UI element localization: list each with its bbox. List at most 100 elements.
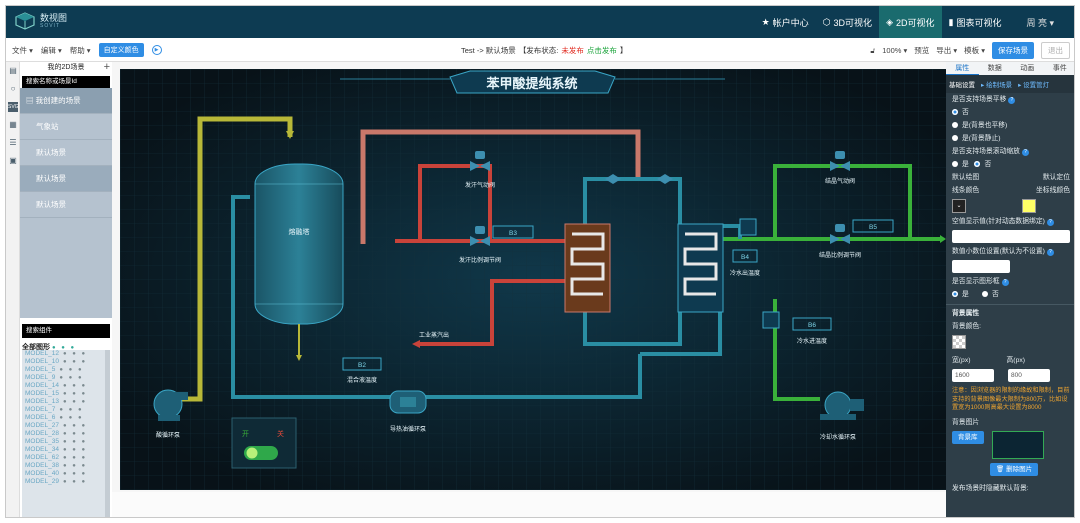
model-item[interactable]: MODEL_40● ● ● [22,470,110,478]
help-icon[interactable]: ? [1021,149,1029,156]
scene-item[interactable]: 默认场景 [20,192,112,218]
model-pin-icons[interactable]: ● ● ● [62,399,88,405]
model-pin-icons[interactable]: ● ● ● [62,359,88,365]
line-color-picker[interactable]: ⌄ [952,199,966,213]
model-pin-icons[interactable]: ● ● ● [62,439,88,445]
publish-link[interactable]: 点击发布 [586,46,617,55]
bg-library-button[interactable]: 背景库 [952,430,984,444]
play-icon[interactable]: ▶ [151,45,162,55]
help-icon[interactable]: ? [1001,279,1009,286]
decimal-input[interactable] [952,260,1010,273]
model-pin-icons[interactable]: ● ● ● [62,463,88,469]
model-pin-icons[interactable]: ● ● ● [62,383,88,389]
melting-tower[interactable] [254,163,344,325]
flowmeter-in-icon[interactable] [762,311,780,329]
save-scene-button[interactable]: 保存场景 [992,42,1034,59]
model-item[interactable]: MODEL_7● ● ● [22,406,110,414]
nav-account-center[interactable]: ★帐户中心 [755,6,816,38]
model-item[interactable]: MODEL_29● ● ● [22,478,110,486]
pan-option-bg-move[interactable]: 是(背景也平移) [946,119,1074,132]
sensor-b4[interactable] [732,249,758,263]
cooling-pump-icon[interactable] [820,391,864,420]
model-item[interactable]: MODEL_15● ● ● [22,390,110,398]
preview-button[interactable]: 预览 [914,46,930,55]
model-item[interactable]: MODEL_5● ● ● [22,366,110,374]
scada-canvas[interactable]: 苯甲酸提纯系统 [120,69,946,490]
scene-item[interactable]: ▤ 我创建的场景 [20,88,112,114]
model-pin-icons[interactable]: ● ● ● [62,423,88,429]
model-item[interactable]: MODEL_62● ● ● [22,454,110,462]
component-category[interactable]: 全部图形 ● ● ● [20,338,112,354]
delete-image-button[interactable]: 🗑︎ 删除图片 [990,462,1039,476]
empty-value-input[interactable] [952,230,1070,243]
list-icon[interactable]: ☰ [9,138,17,147]
bg-color-picker[interactable] [952,335,966,349]
nav-2d[interactable]: ◈2D可视化 [879,6,942,38]
scene-item[interactable]: 默认场景 [20,140,112,166]
model-item[interactable]: MODEL_14● ● ● [22,382,110,390]
model-pin-icons[interactable]: ● ● ● [59,375,84,381]
model-item[interactable]: MODEL_13● ● ● [22,398,110,406]
valve-oil-top-b[interactable] [657,174,673,184]
valve-oil-top-a[interactable] [605,174,621,184]
model-list-scrollbar[interactable] [105,350,110,517]
model-item[interactable]: MODEL_28● ● ● [22,430,110,438]
model-pin-icons[interactable]: ● ● ● [59,407,84,413]
nav-3d[interactable]: ⬡3D可视化 [816,6,879,38]
svg-icon[interactable]: SVG [8,102,19,112]
lock-icon[interactable]: 🔓︎ [870,45,876,55]
exit-button[interactable]: 退出 [1041,42,1070,59]
pan-option-bg-static[interactable]: 是(背景静止) [946,132,1074,145]
tab-properties[interactable]: 属性 [946,62,979,75]
model-pin-icons[interactable]: ● ● ● [62,479,88,485]
radio-icon[interactable] [982,291,989,298]
model-item[interactable]: MODEL_38● ● ● [22,462,110,470]
model-item[interactable]: MODEL_10● ● ● [22,358,110,366]
add-scene-icon[interactable]: + [103,61,110,73]
file-menu[interactable]: 文件 ▾ [12,45,33,55]
model-pin-icons[interactable]: ● ● ● [62,391,88,397]
sensor-b2[interactable] [342,357,382,371]
tab-animation[interactable]: 动画 [1020,65,1035,72]
sensor-b5[interactable] [852,219,894,233]
model-pin-icons[interactable]: ● ● ● [62,471,88,477]
user-menu[interactable]: 周 亮 ▾ [1026,17,1054,28]
model-item[interactable]: MODEL_34● ● ● [22,446,110,454]
export-menu[interactable]: 导出 ▾ [936,46,958,55]
radio-icon[interactable] [952,161,958,168]
width-input[interactable]: 1600 [952,369,994,382]
oil-pump-icon[interactable] [389,390,427,414]
valve-sweat-pneumatic[interactable] [470,151,490,171]
model-item[interactable]: MODEL_35● ● ● [22,438,110,446]
scene-search-input[interactable]: 搜索名称或场景Id [22,76,110,88]
radio-icon[interactable] [952,291,958,298]
subtab-draw[interactable]: ▸ 绘制场景 [981,82,1013,89]
model-pin-icons[interactable]: ● ● ● [62,455,88,461]
tab-events[interactable]: 事件 [1052,65,1067,72]
component-search-input[interactable]: 搜索组件 [22,324,110,338]
nav-chart[interactable]: ▮图表可视化 [942,6,1009,38]
help-icon[interactable]: ? [1046,249,1054,256]
subtab-lights[interactable]: ▸ 设置管灯 [1018,82,1050,89]
model-item[interactable]: MODEL_27● ● ● [22,422,110,430]
model-pin-icons[interactable]: ● ● ● [62,351,88,357]
flowmeter-out-icon[interactable] [739,218,757,236]
scene-item[interactable]: 默认场景 [20,166,112,192]
circle-icon[interactable]: ○ [10,84,16,93]
brand-logo[interactable]: 数视图 SOVIT [14,12,67,30]
custom-color-button[interactable]: 自定义颜色 [98,43,144,57]
help-icon[interactable]: ? [1046,219,1054,226]
edit-menu[interactable]: 编辑 ▾ [40,45,62,55]
model-pin-icons[interactable]: ● ● ● [59,367,84,373]
height-input[interactable]: 800 [1008,369,1050,382]
sensor-b6[interactable] [792,317,832,331]
model-item[interactable]: MODEL_12● ● ● [22,350,110,358]
template-menu[interactable]: 模板 ▾ [964,46,985,55]
pan-option-no[interactable]: 否 [946,106,1074,119]
zoom-select[interactable]: 100% ▾ [882,46,908,55]
help-icon[interactable]: ? [1008,97,1016,104]
file-icon[interactable]: ▣ [9,156,17,165]
model-pin-icons[interactable]: ● ● ● [59,415,84,421]
model-pin-icons[interactable]: ● ● ● [62,447,88,453]
scene-item[interactable]: 气象站 [20,114,112,140]
